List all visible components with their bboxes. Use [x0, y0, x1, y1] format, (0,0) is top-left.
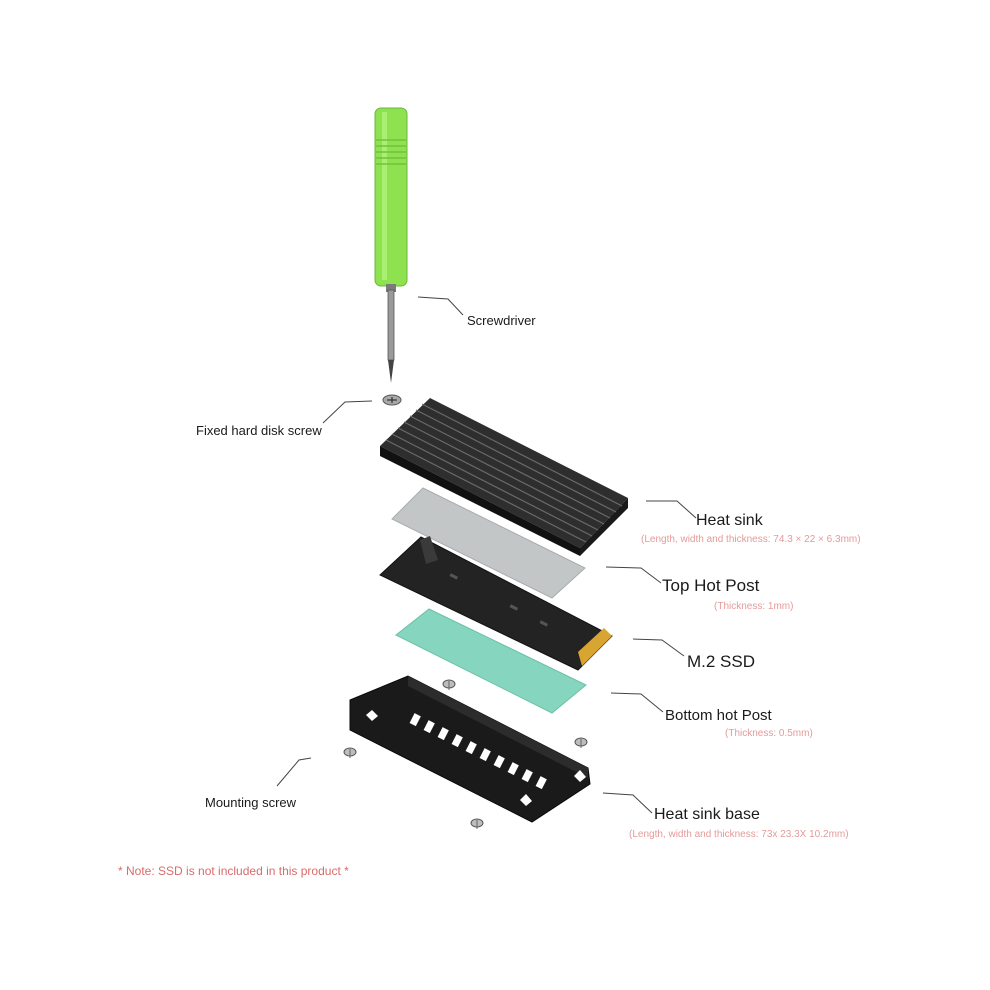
screw-icon [382, 394, 402, 406]
screw-icon [343, 747, 357, 758]
label-base-dims: (Length, width and thickness: 73x 23.3X … [629, 829, 849, 840]
thermal-pad-icon [391, 487, 586, 599]
leader-lines [276, 296, 697, 814]
label-fixed-screw: Fixed hard disk screw [196, 423, 322, 438]
screw-icon [574, 737, 588, 748]
label-heat-sink: Heat sink [696, 512, 763, 529]
label-top-pad-dims: (Thickness: 1mm) [714, 601, 794, 612]
ssd-icon [379, 536, 613, 671]
thermal-pad-icon [395, 608, 587, 714]
note-text: * Note: SSD is not included in this prod… [118, 864, 349, 878]
label-heat-sink-dims: (Length, width and thickness: 74.3 × 22 … [641, 534, 861, 545]
label-ssd: M.2 SSD [687, 652, 756, 671]
label-top-pad: Top Hot Post [662, 576, 760, 595]
heatsink-icon [380, 398, 628, 556]
screw-icon [442, 679, 456, 690]
label-bottom-pad-dims: (Thickness: 0.5mm) [725, 728, 813, 739]
screwdriver-icon [374, 107, 408, 383]
label-bottom-pad: Bottom hot Post [665, 707, 772, 724]
screw-icon [470, 818, 484, 829]
bracket-icon [349, 675, 591, 823]
label-screwdriver: Screwdriver [467, 313, 536, 328]
label-base: Heat sink base [654, 806, 760, 823]
label-mounting-screw: Mounting screw [205, 795, 297, 810]
